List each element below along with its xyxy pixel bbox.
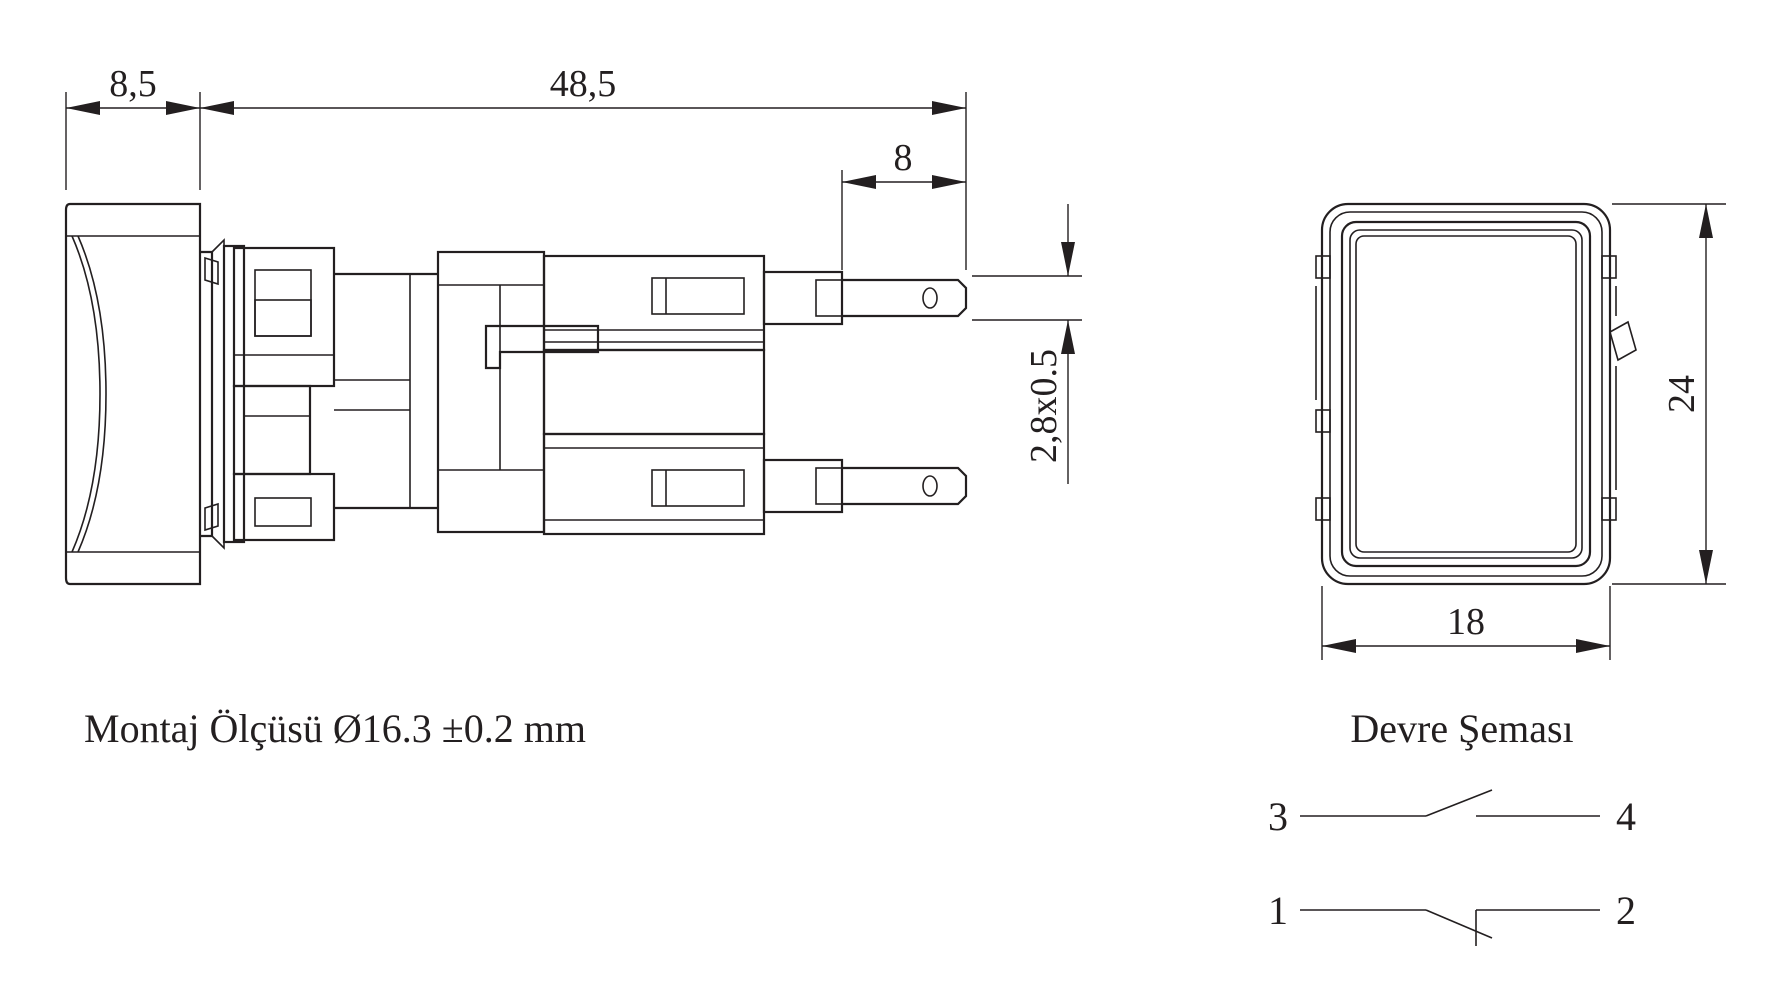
circuit-diagram [1300,789,1600,946]
terminal-label-1: 1 [1268,888,1288,933]
dimension-height: 24 [1661,375,1703,413]
side-view [64,202,968,586]
dimension-terminal-length: 8 [894,137,913,179]
dimension-lines-front [1321,203,1726,660]
dimension-lines-side [65,92,1082,484]
dimension-width: 18 [1447,601,1485,643]
dimension-front-depth: 8,5 [109,63,157,105]
circuit-caption: Devre Şeması [1350,706,1573,751]
dimension-terminal-size: 2,8x0.5 [1023,349,1065,463]
terminal-label-3: 3 [1268,794,1288,839]
dimension-body-length: 48,5 [550,63,617,105]
terminal-label-4: 4 [1616,794,1636,839]
front-view [1315,202,1637,586]
mounting-caption: Montaj Ölçüsü Ø16.3 ±0.2 mm [84,706,586,751]
terminal-label-2: 2 [1616,888,1636,933]
